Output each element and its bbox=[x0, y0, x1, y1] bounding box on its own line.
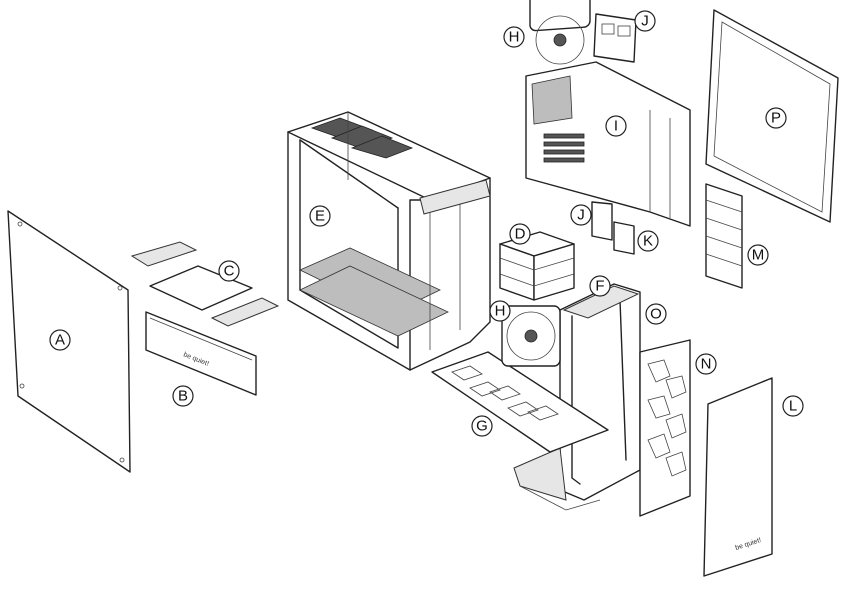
callout-H-front: H bbox=[490, 301, 510, 321]
callout-J-top: J bbox=[635, 11, 655, 31]
svg-text:H: H bbox=[509, 29, 520, 46]
callout-H-top: H bbox=[504, 27, 524, 47]
svg-text:O: O bbox=[650, 306, 662, 323]
front-cover: be quiet! bbox=[704, 378, 772, 576]
svg-text:L: L bbox=[789, 398, 797, 415]
svg-text:E: E bbox=[315, 208, 325, 225]
svg-text:I: I bbox=[614, 118, 618, 135]
top-covers bbox=[132, 242, 278, 326]
callout-C: C bbox=[219, 261, 239, 281]
ssd-bracket-top bbox=[594, 14, 636, 62]
drive-cage bbox=[500, 232, 574, 300]
svg-text:G: G bbox=[476, 418, 488, 435]
callout-N: N bbox=[696, 354, 716, 374]
callout-B: B bbox=[173, 386, 193, 406]
svg-text:B: B bbox=[178, 388, 188, 405]
callout-F: F bbox=[590, 276, 610, 296]
callout-M: M bbox=[748, 245, 768, 265]
svg-text:A: A bbox=[55, 332, 65, 349]
callout-K: K bbox=[638, 231, 658, 251]
svg-text:K: K bbox=[643, 233, 653, 250]
callout-D: D bbox=[510, 224, 530, 244]
ssd-bracket-small bbox=[592, 202, 612, 240]
svg-text:D: D bbox=[515, 226, 526, 243]
callout-L: L bbox=[783, 396, 803, 416]
callout-E: E bbox=[310, 206, 330, 226]
front-dust-filter bbox=[640, 340, 690, 516]
callout-P: P bbox=[766, 108, 786, 128]
callout-J-mid: J bbox=[571, 205, 591, 225]
svg-text:M: M bbox=[752, 247, 765, 264]
callout-I: I bbox=[606, 116, 626, 136]
svg-text:J: J bbox=[577, 207, 585, 224]
svg-text:P: P bbox=[771, 110, 781, 127]
main-chassis bbox=[288, 112, 490, 370]
svg-text:J: J bbox=[641, 13, 649, 30]
callout-G: G bbox=[472, 416, 492, 436]
psu-shroud-cover: be quiet! bbox=[146, 312, 256, 395]
svg-text:N: N bbox=[701, 356, 712, 373]
pcie-slot-covers bbox=[706, 184, 742, 288]
fan-front bbox=[502, 306, 560, 366]
svg-text:C: C bbox=[224, 263, 235, 280]
callout-A: A bbox=[50, 330, 70, 350]
motherboard-tray bbox=[526, 62, 690, 226]
svg-text:F: F bbox=[595, 278, 604, 295]
svg-text:H: H bbox=[495, 303, 506, 320]
callout-O: O bbox=[646, 304, 666, 324]
fan-top bbox=[530, 0, 590, 64]
small-plate bbox=[614, 222, 634, 254]
